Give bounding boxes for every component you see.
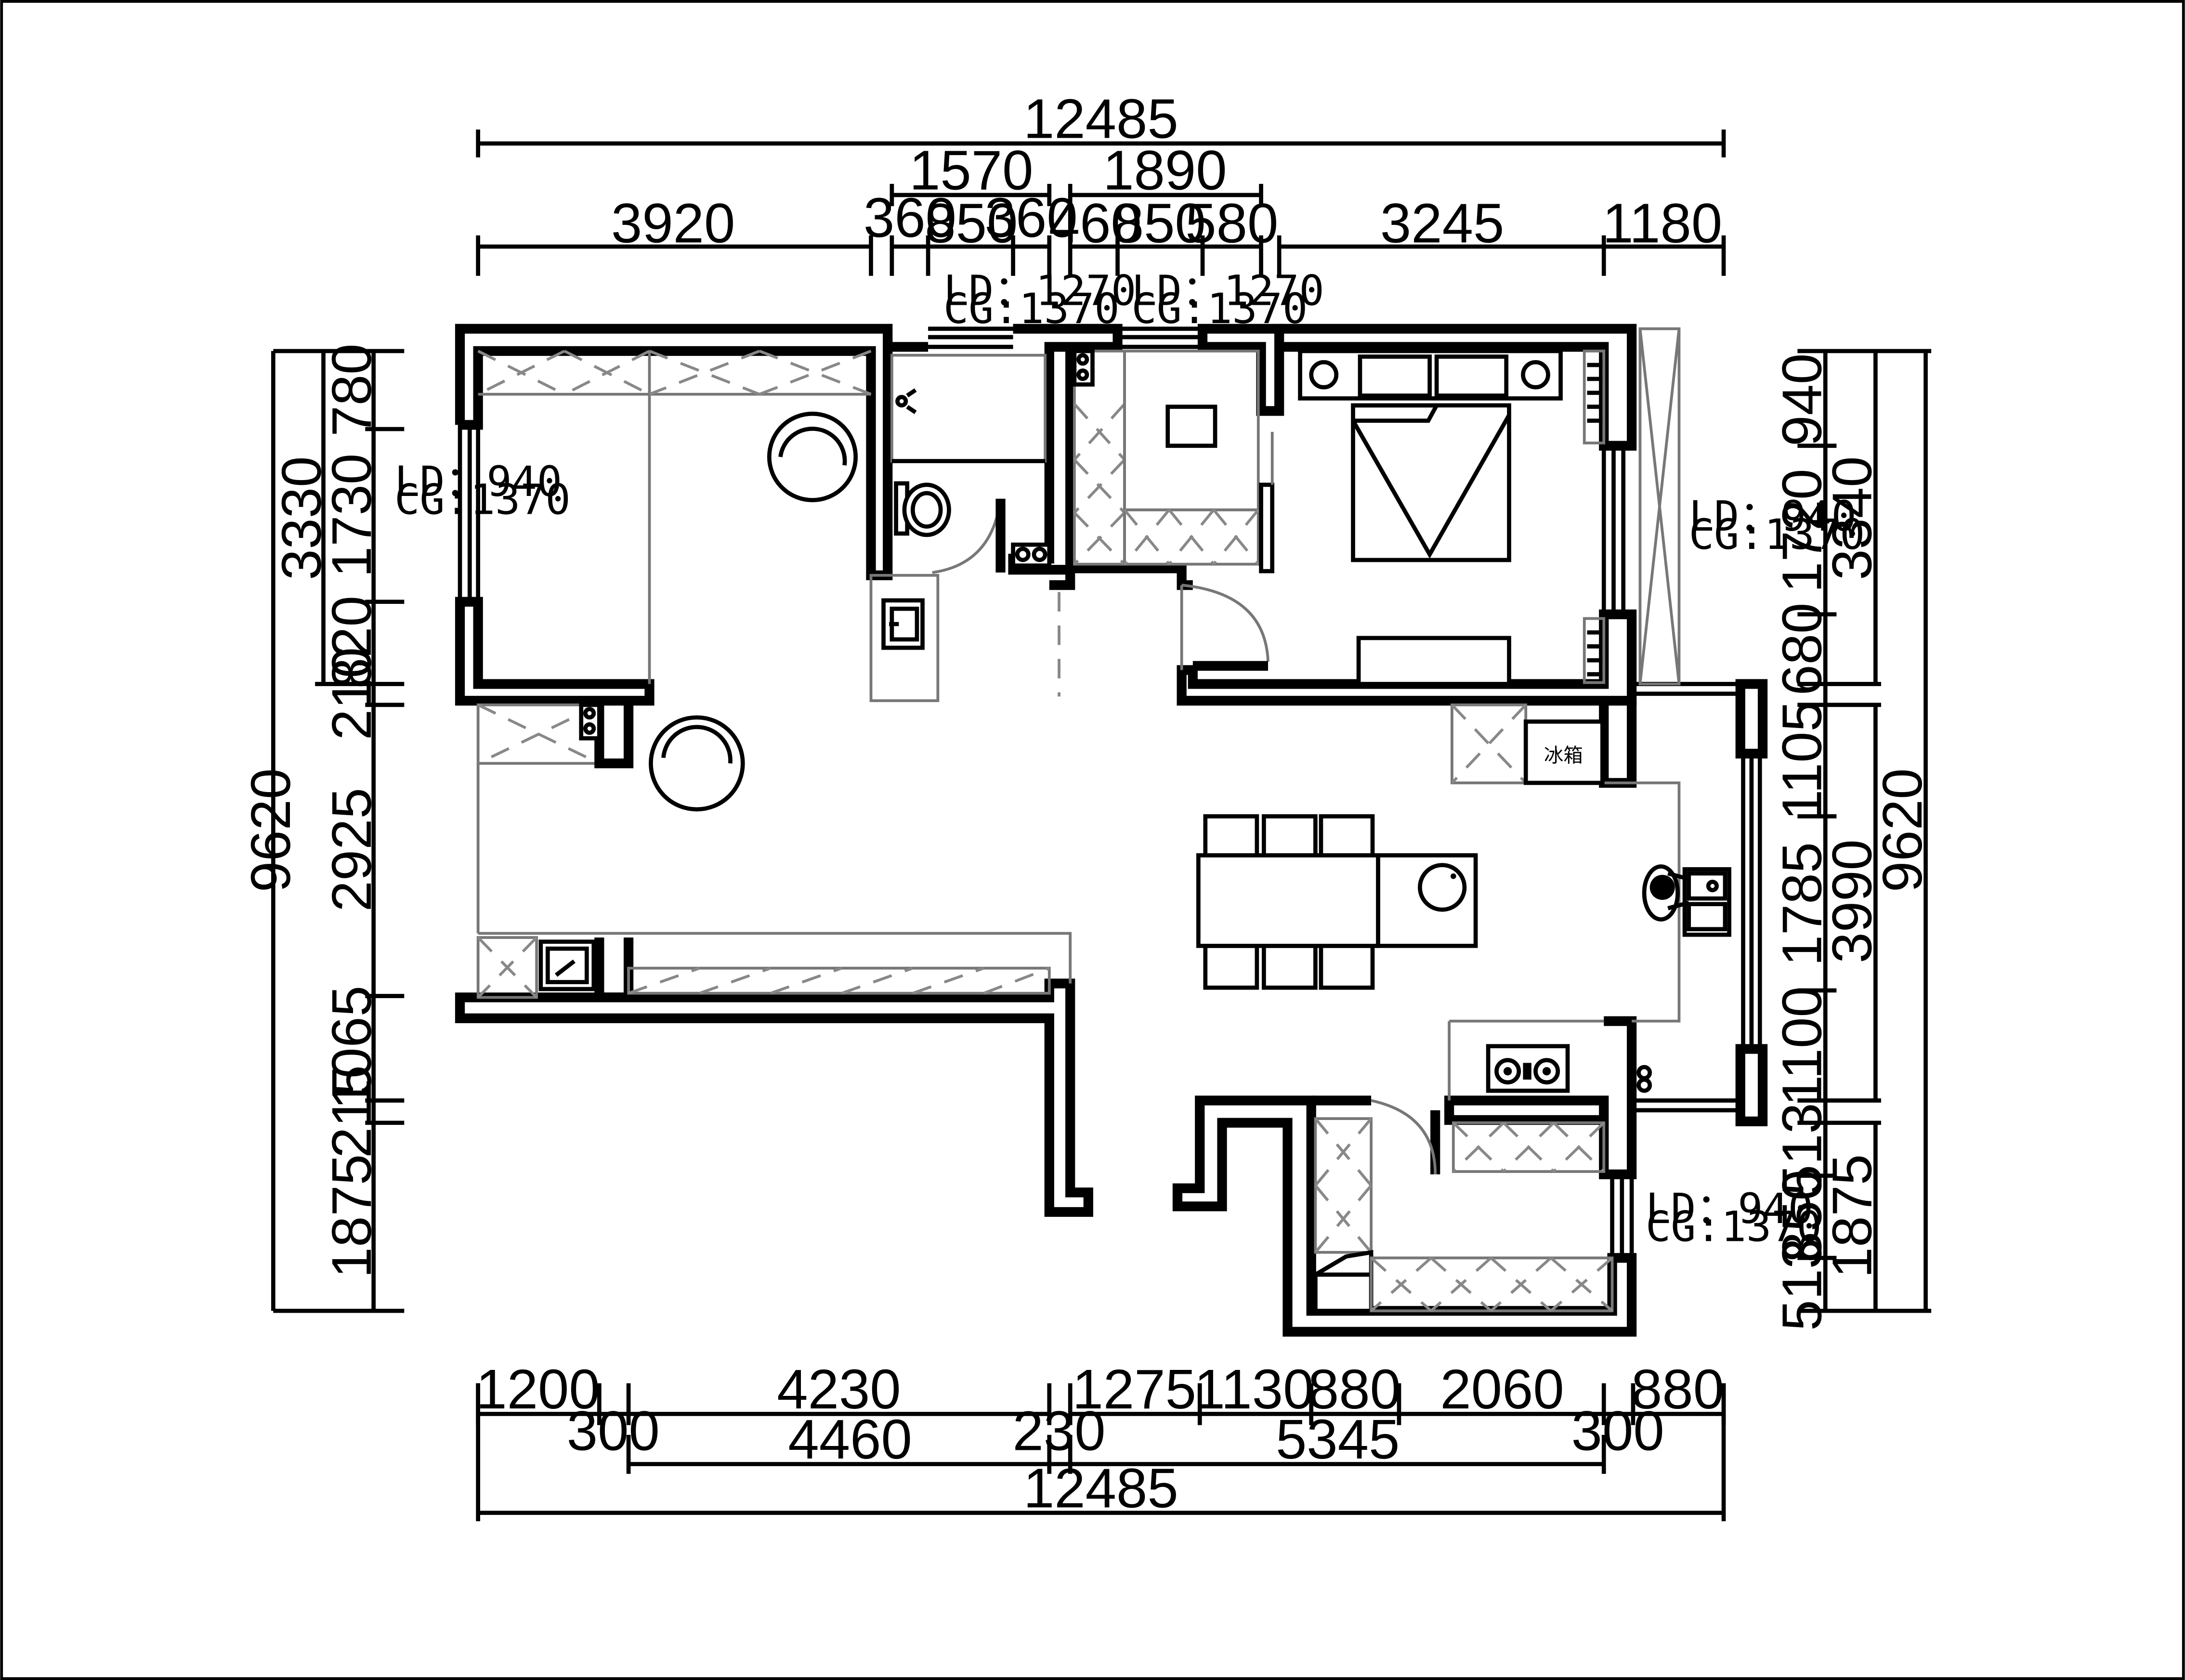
top-overall-dim: 12485: [1023, 87, 1178, 150]
toilet-icon: [894, 481, 951, 537]
window-note-2-ld: LD：1270: [1132, 267, 1324, 315]
right-dim-segment-4: 1105: [1771, 701, 1833, 820]
study-washer-icon: [1072, 349, 1095, 387]
bottom-dim-row1-7: 880: [1631, 1358, 1724, 1420]
interior-lines: [476, 350, 1681, 1101]
master-bedroom: [1298, 349, 1606, 686]
dining-table: [1196, 814, 1478, 990]
window-note-2-cg: CG:1370: [1132, 285, 1308, 333]
bottom-dim-row1-6: 2060: [1440, 1358, 1564, 1420]
window-notes: LD：1270 CG:1370 LD：1270 CG:1370 LD：940 C…: [394, 267, 1865, 1251]
right-dim-segment-5: 1785: [1771, 842, 1833, 966]
left-dim-segment-3: 820: [320, 596, 383, 689]
bottom-dim-row1-1: 1200: [476, 1358, 600, 1420]
bottom-dim-row1-2: 4230: [777, 1358, 901, 1420]
round-chair-icon: [767, 411, 858, 502]
windows: [458, 326, 1762, 1258]
left-dim-segment-6: 1065: [320, 986, 383, 1109]
window-note-5-ld: LD：940: [1646, 1185, 1813, 1233]
window-note-5-cg: CG:1370: [1646, 1203, 1822, 1251]
window-b-part-3: 580: [1185, 192, 1278, 254]
fridge: [1523, 719, 1605, 785]
right-dim-segment-3: 680: [1771, 603, 1833, 696]
bathroom: [869, 353, 1060, 703]
kitchen: 冰箱: [1371, 703, 1731, 1174]
right-middle-dim-3: 1875: [1821, 1154, 1884, 1278]
top-dimensions: 12485 1570 1890 3920 360 8: [476, 87, 1726, 276]
right-middle-dim-2: 3990: [1821, 839, 1884, 963]
window-b-part-1: 460: [1049, 192, 1142, 254]
right-dim-segment-1: 940: [1771, 353, 1833, 446]
left-overall-dim: 9620: [239, 768, 302, 892]
top-dim-segment-2: 3245: [1380, 192, 1504, 254]
right-middle-dim-1: 3340: [1821, 456, 1884, 580]
bottom-dim-row1-3: 1275: [1073, 1358, 1196, 1420]
kitchen-sink-icon: [1682, 867, 1731, 937]
tv-cabinet: [1356, 636, 1511, 686]
bottom-overall-dim: 12485: [1023, 1457, 1178, 1519]
round-chair-icon: [649, 715, 745, 812]
fridge-label: 冰箱: [1544, 743, 1583, 767]
right-dim-segment-8: 850: [1771, 1170, 1833, 1263]
left-middle-dim: 3330: [270, 456, 333, 580]
shower-area: [890, 353, 1047, 463]
cooktop-icon: [579, 703, 602, 741]
left-dimensions: 9620 3330 780 1730 820 210 2925 1065 215…: [239, 344, 405, 1313]
bottom-dim-row2-1: 300: [567, 1400, 660, 1462]
master-wardrobe-hangers: [1583, 350, 1606, 684]
right-dimensions: 940 1720 680 1105 1785 1100 513 850 513 …: [1771, 349, 1934, 1331]
bottom-dim-row1-5: 880: [1308, 1358, 1401, 1420]
top-dim-segment-3: 1180: [1602, 192, 1722, 254]
bottom-dimensions: 1200 4230 1275 1130 880 2060 880 300 446…: [476, 1358, 1726, 1522]
right-dim-segment-6: 1100: [1771, 986, 1833, 1106]
right-overall-dim: 9620: [1871, 768, 1934, 892]
washbasin-icon: [881, 598, 925, 650]
bottom-dim-row2-3: 230: [1013, 1400, 1106, 1462]
right-dim-segment-7: 513: [1771, 1103, 1833, 1196]
bottom-dim-row1-4: 1130: [1194, 1358, 1314, 1420]
gas-stove-icon: [1486, 1044, 1570, 1093]
window-note-4-ld: LD：940: [1689, 492, 1857, 541]
left-dim-segment-5: 2925: [320, 788, 383, 912]
sink-icon: [538, 939, 596, 991]
window-note-1-ld: LD：1270: [943, 267, 1136, 315]
window-note-4-cg: CG:1370: [1689, 510, 1865, 559]
left-dim-segment-7: 215: [320, 1065, 383, 1158]
left-dim-segment-1: 780: [320, 344, 383, 437]
window-a-total-dim: 1570: [909, 139, 1033, 201]
window-a-part-3: 360: [985, 186, 1078, 249]
walls: [455, 324, 1768, 1337]
right-dim-segment-9: 513: [1771, 1238, 1833, 1331]
study-desk-chair: [1165, 404, 1217, 448]
window-b-part-2: 850: [1113, 192, 1206, 254]
second-bedroom: [1072, 349, 1275, 671]
south-room: [1313, 1117, 1614, 1313]
top-dim-segment-1: 3920: [611, 192, 735, 254]
window-a-part-1: 360: [864, 186, 956, 249]
double-bed: [1351, 403, 1511, 562]
window-b-total-dim: 1890: [1103, 139, 1227, 201]
bottom-dim-row2-2: 4460: [788, 1408, 912, 1471]
bottom-dim-row2-5: 300: [1571, 1400, 1664, 1462]
left-dim-segment-4: 210: [320, 647, 383, 740]
left-dim-segment-2: 1730: [320, 454, 383, 577]
living-dining: [538, 411, 1478, 991]
window-a-part-2: 850: [925, 192, 1018, 254]
window-note-1-cg: CG:1370: [943, 285, 1120, 333]
person-icon: [1642, 864, 1689, 922]
bottom-dim-row2-4: 5345: [1276, 1408, 1400, 1471]
washing-machine-icon: [1011, 542, 1052, 568]
right-dim-segment-2: 1720: [1771, 469, 1833, 593]
window-note-3-ld: LD：940: [394, 457, 562, 506]
left-dim-segment-8: 1875: [320, 1154, 383, 1278]
window-note-3-cg: CG:1370: [394, 476, 571, 524]
shower-head-icon: [895, 388, 917, 414]
